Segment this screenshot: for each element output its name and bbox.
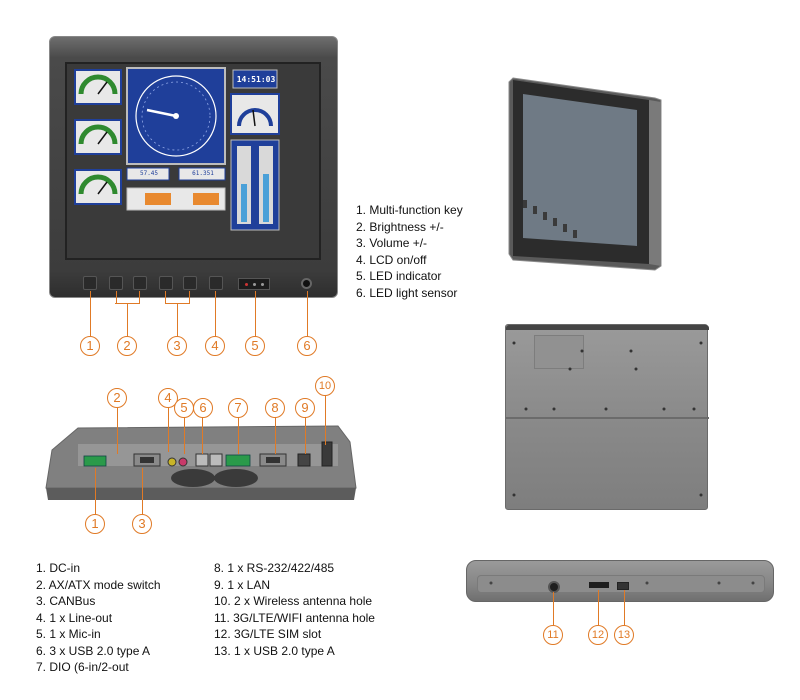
side-view-device [466, 560, 774, 602]
main-dial [126, 67, 226, 165]
front-legend-item: 1. Multi-function key [356, 203, 463, 217]
io-legend-item: 6. 3 x USB 2.0 type A [36, 643, 151, 658]
io-legend-item: 10. 2 x Wireless antenna hole [214, 594, 373, 608]
readout-right: 61.351 [192, 170, 214, 177]
io-legend-left: 1. DC-in 2. AX/ATX mode switch 3. CANBus… [36, 560, 161, 676]
front-legend-item: 4. LCD on/off [356, 252, 427, 267]
front-legend-item: 3. Volume +/- [356, 236, 428, 250]
usb-ports-right [209, 453, 223, 467]
readout-left: 57.45 [139, 170, 159, 177]
usb-ports-left [195, 453, 209, 467]
front-legend: 1. Multi-function key 2. Brightness +/- … [356, 202, 463, 301]
io-legend-item: 8. 1 x RS-232/422/485 [214, 561, 335, 575]
mini-gauge-2 [74, 119, 122, 155]
callout-6-io: 6 [193, 398, 213, 418]
callout-8-io: 8 [265, 398, 285, 418]
io-legend-item: 5. 1 x Mic-in [36, 627, 101, 641]
io-legend-item: 11. 3G/LTE/WIFI antenna hole [214, 610, 375, 625]
right-gauge [230, 93, 280, 135]
callout-1-io: 1 [85, 514, 105, 534]
callout-2-io: 2 [107, 388, 127, 408]
line-out-jack [167, 457, 177, 467]
led-light-sensor [301, 278, 312, 289]
io-legend-item: 4. 1 x Line-out [36, 610, 113, 625]
mini-gauge-3 [74, 169, 122, 205]
callout-2-front: 2 [117, 336, 137, 356]
multi-function-key[interactable] [83, 276, 97, 290]
io-legend-item: 7. DIO (6-in/2-out [36, 660, 129, 674]
usb-side-port [617, 582, 629, 590]
antenna-hole [548, 581, 560, 593]
rear-view-device [505, 324, 709, 510]
io-legend-item: 12. 3G/LTE SIM slot [214, 627, 322, 641]
callout-3-front: 3 [167, 336, 187, 356]
callout-9-io: 9 [295, 398, 315, 418]
callout-7-io: 7 [228, 398, 248, 418]
callout-4-io: 4 [158, 388, 178, 408]
front-screen: 14:51:03 57.45 61.351 [65, 62, 321, 260]
dio-connector [225, 454, 251, 467]
led-indicator [238, 278, 270, 290]
io-legend-item: 1. DC-in [36, 561, 81, 575]
brightness-down-key[interactable] [109, 276, 123, 290]
io-legend-item: 9. 1 x LAN [214, 577, 271, 592]
antenna-holes [321, 441, 333, 467]
volume-down-key[interactable] [159, 276, 173, 290]
front-panel-device: 14:51:03 57.45 61.351 [49, 36, 338, 298]
callout-3-io: 3 [132, 514, 152, 534]
rear-panel-seam [506, 417, 709, 419]
orange-bars [126, 187, 226, 211]
callout-12-side: 12 [588, 625, 608, 645]
angled-view-device [508, 77, 662, 271]
lcd-onoff-key[interactable] [209, 276, 223, 290]
dc-in-connector [83, 455, 107, 467]
hmi-screen-graphic [67, 64, 319, 258]
callout-1-front: 1 [80, 336, 100, 356]
callout-11-side: 11 [543, 625, 563, 645]
io-legend-item: 2. AX/ATX mode switch [36, 577, 161, 592]
mic-in-jack [178, 457, 188, 467]
io-legend-right: 8. 1 x RS-232/422/485 9. 1 x LAN 10. 2 x… [214, 560, 375, 659]
front-legend-item: 6. LED light sensor [356, 285, 458, 300]
callout-4-front: 4 [205, 336, 225, 356]
mounting-foot-left [171, 469, 215, 487]
io-bottom-view [45, 425, 357, 500]
front-legend-item: 5. LED indicator [356, 269, 442, 283]
mini-gauge-1 [74, 69, 122, 105]
sim-slot [589, 582, 609, 588]
vertical-bars [230, 139, 280, 231]
brightness-up-key[interactable] [133, 276, 147, 290]
callout-5-io: 5 [174, 398, 194, 418]
lan-port [297, 453, 311, 467]
callout-13-side: 13 [614, 625, 634, 645]
mounting-foot-right [214, 469, 258, 487]
io-legend-item: 3. CANBus [36, 594, 96, 608]
screen-clock: 14:51:03 [236, 75, 276, 84]
volume-up-key[interactable] [183, 276, 197, 290]
callout-10-io: 10 [315, 376, 335, 396]
front-legend-item: 2. Brightness +/- [356, 219, 444, 234]
io-legend-item: 13. 1 x USB 2.0 type A [214, 643, 335, 658]
callout-5-front: 5 [245, 336, 265, 356]
callout-6-front: 6 [297, 336, 317, 356]
